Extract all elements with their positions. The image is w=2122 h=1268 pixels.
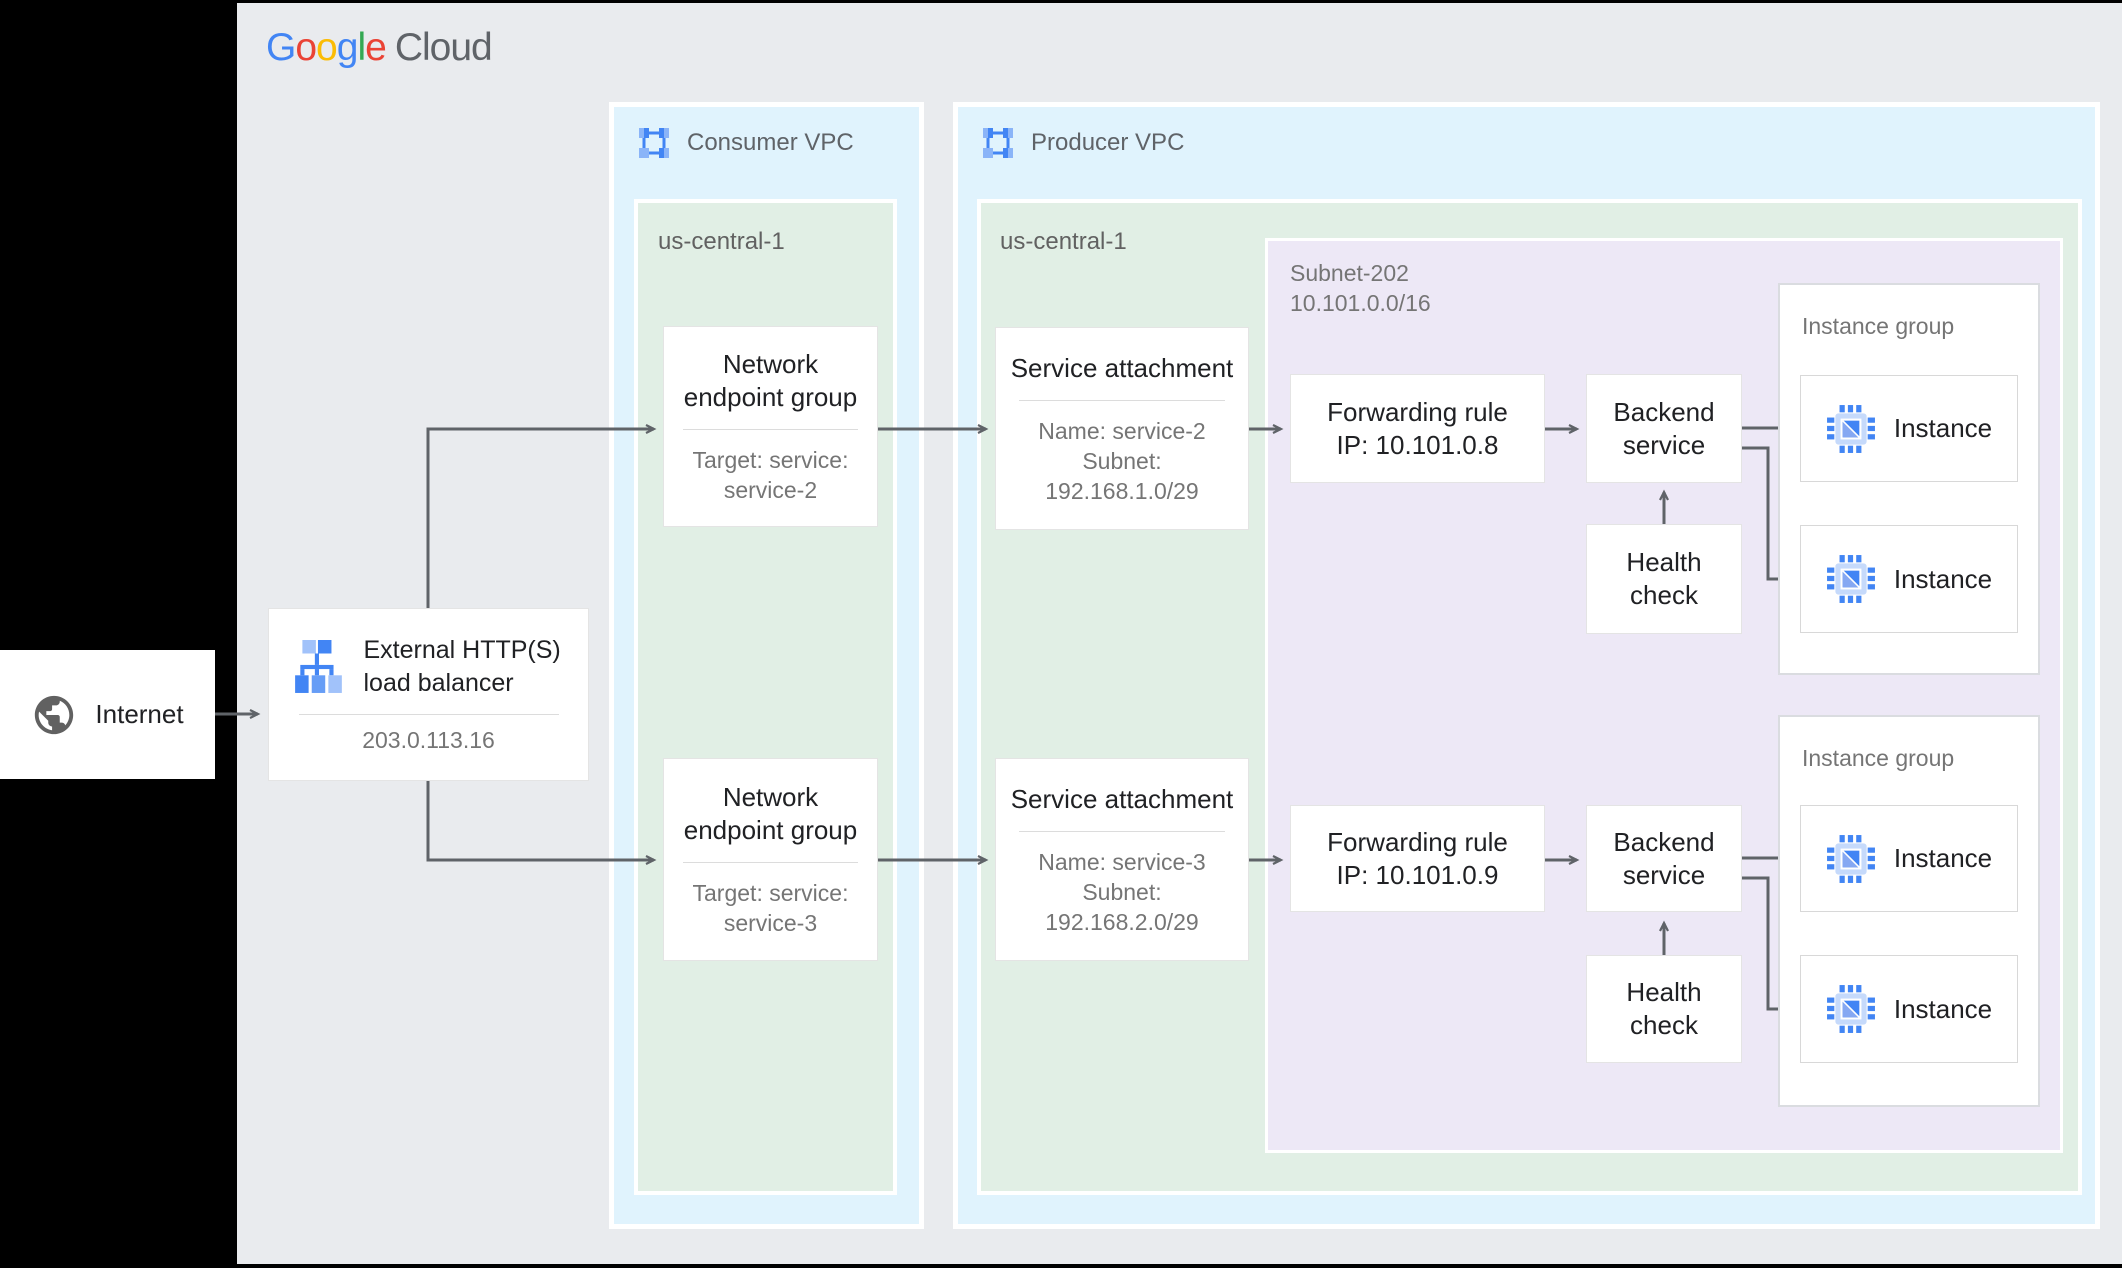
logo-letter: g xyxy=(336,26,359,69)
backend-service2-node: Backend service xyxy=(1586,805,1742,912)
instance4-label: Instance xyxy=(1893,993,1993,1024)
fr1-line1: Forwarding rule xyxy=(1327,396,1508,427)
producer-vpc-header: Producer VPC xyxy=(981,126,1184,160)
divider xyxy=(1018,830,1226,832)
consumer-vpc-label: Consumer VPC xyxy=(687,129,854,156)
logo-letter: o xyxy=(295,26,317,69)
service-attachment2-node: Service attachment Name: service-3 Subne… xyxy=(995,758,1249,961)
instance3-node: Instance xyxy=(1800,805,2018,912)
load-balancer-node: External HTTP(S) load balancer 203.0.113… xyxy=(268,608,589,781)
sa2-detail: Name: service-3 Subnet: 192.168.2.0/29 xyxy=(1038,847,1205,937)
load-balancer-icon xyxy=(294,640,344,694)
logo-letter: l xyxy=(357,26,366,69)
instance4-node: Instance xyxy=(1800,955,2018,1063)
bs1-line1: Backend xyxy=(1613,396,1715,427)
divider xyxy=(683,862,858,863)
instance2-label: Instance xyxy=(1893,563,1993,594)
compute-instance-icon xyxy=(1826,404,1876,454)
sa1-title: Service attachment xyxy=(1010,352,1234,383)
globe-icon xyxy=(31,692,77,738)
instance-group1-label: Instance group xyxy=(1802,313,1955,339)
hc1-line2: check xyxy=(1630,580,1698,610)
consumer-vpc-header: Consumer VPC xyxy=(637,126,854,160)
backend-service1-node: Backend service xyxy=(1586,374,1742,483)
connector-lb-to-neg1 xyxy=(426,424,657,608)
instance3-label: Instance xyxy=(1893,843,1993,873)
service-attachment1-node: Service attachment Name: service-2 Subne… xyxy=(995,327,1249,530)
fr2-line2: IP: 10.101.0.9 xyxy=(1336,859,1499,890)
neg2-title: Network endpoint group xyxy=(683,782,858,845)
sa2-subnet-label: Subnet: xyxy=(1082,878,1162,905)
divider xyxy=(683,429,858,430)
connector-lb-to-neg2 xyxy=(426,781,657,865)
internet-label: Internet xyxy=(95,699,184,729)
neg1-detail: Target: service: service-2 xyxy=(693,445,849,505)
sa1-name: Name: service-2 xyxy=(1038,417,1206,444)
bs2-line2: service xyxy=(1622,859,1706,890)
compute-instance-icon xyxy=(1826,554,1876,604)
sa1-subnet-label: Subnet: xyxy=(1082,447,1162,474)
logo-cloud-text: Cloud xyxy=(394,26,493,69)
instance1-node: Instance xyxy=(1800,375,2018,482)
load-balancer-row: External HTTP(S) load balancer xyxy=(268,634,590,700)
hc2-line2: check xyxy=(1630,1010,1698,1040)
logo-letter: o xyxy=(316,26,338,69)
neg2-detail-line2: service-3 xyxy=(723,910,818,936)
health-check2-node: Health check xyxy=(1586,955,1742,1063)
logo-letter: G xyxy=(266,26,296,69)
divider xyxy=(298,714,559,715)
logo-letter: e xyxy=(365,26,387,69)
instance2-node: Instance xyxy=(1800,525,2018,633)
producer-region-label: us-central-1 xyxy=(1000,228,1127,255)
neg2-detail-line1: Target: service: xyxy=(692,880,849,906)
neg1-node: Network endpoint group Target: service: … xyxy=(663,326,878,527)
neg2-node: Network endpoint group Target: service: … xyxy=(663,758,878,961)
hc1-line1: Health xyxy=(1626,547,1702,577)
load-balancer-title: External HTTP(S) load balancer xyxy=(363,636,561,697)
instance1-label: Instance xyxy=(1893,413,1993,443)
neg1-title: Network endpoint group xyxy=(683,349,858,412)
divider xyxy=(1018,399,1226,401)
subnet-name: Subnet-202 xyxy=(1290,260,1409,286)
subnet-label: Subnet-202 10.101.0.0/16 xyxy=(1290,258,1431,318)
hc2-line1: Health xyxy=(1626,977,1702,1007)
forwarding-rule2-node: Forwarding rule IP: 10.101.0.9 xyxy=(1290,805,1545,912)
instance-group2-label: Instance group xyxy=(1802,745,1955,771)
sa2-title: Service attachment xyxy=(1010,783,1234,814)
compute-instance-icon xyxy=(1826,984,1876,1034)
sa2-name: Name: service-3 xyxy=(1038,848,1206,875)
subnet-cidr: 10.101.0.0/16 xyxy=(1290,290,1431,316)
neg2-detail: Target: service: service-3 xyxy=(693,878,849,938)
consumer-region-label: us-central-1 xyxy=(658,228,785,255)
bs1-line2: service xyxy=(1622,429,1706,460)
producer-vpc-label: Producer VPC xyxy=(1031,129,1185,156)
neg1-detail-line1: Target: service: xyxy=(692,447,849,473)
sa1-detail: Name: service-2 Subnet: 192.168.1.0/29 xyxy=(1038,416,1205,506)
internet-node: Internet xyxy=(0,650,215,779)
compute-instance-icon xyxy=(1826,834,1876,884)
load-balancer-ip: 203.0.113.16 xyxy=(362,727,495,753)
fr1-line2: IP: 10.101.0.8 xyxy=(1336,429,1499,460)
bs2-line1: Backend xyxy=(1613,826,1715,857)
fr2-line1: Forwarding rule xyxy=(1327,826,1508,857)
forwarding-rule1-node: Forwarding rule IP: 10.101.0.8 xyxy=(1290,374,1545,483)
health-check1-node: Health check xyxy=(1586,524,1742,634)
neg1-detail-line2: service-2 xyxy=(723,477,818,503)
sa1-subnet-cidr: 192.168.1.0/29 xyxy=(1045,477,1199,504)
sa2-subnet-cidr: 192.168.2.0/29 xyxy=(1045,908,1199,935)
